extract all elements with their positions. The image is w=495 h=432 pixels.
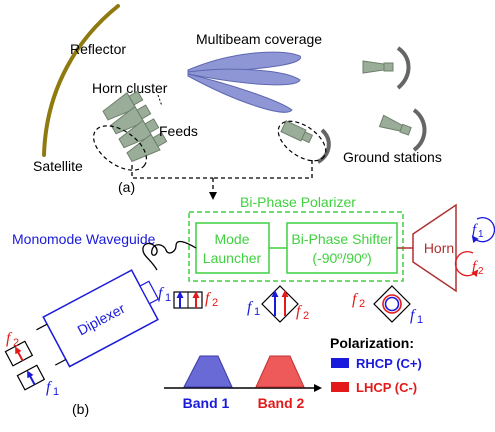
port-f1 bbox=[16, 364, 46, 391]
rhcp-swatch bbox=[331, 358, 349, 368]
ground-station-2 bbox=[362, 60, 394, 74]
diplexer-output-symbol: f 1 f 2 bbox=[158, 285, 218, 309]
port-f2-letter: f bbox=[6, 330, 13, 347]
label-b: (b) bbox=[72, 401, 89, 417]
band2-label: Band 2 bbox=[258, 395, 305, 411]
rhcp-label: RHCP (C+) bbox=[356, 356, 422, 371]
dish-3 bbox=[412, 108, 427, 152]
reflector-arc bbox=[42, 4, 120, 157]
sym3-f1-sub: 1 bbox=[417, 314, 423, 326]
sym2-f1-sub: 1 bbox=[254, 306, 260, 318]
horn-shape bbox=[412, 203, 457, 293]
band1-trapezoid bbox=[183, 355, 233, 388]
sym1-f2-sub: 2 bbox=[212, 297, 218, 309]
sym1-f1-sub: 1 bbox=[165, 292, 171, 304]
band2-trapezoid bbox=[255, 355, 305, 388]
ground-stations-label: Ground stations bbox=[343, 149, 442, 165]
feeds-highlight bbox=[92, 125, 148, 171]
ground-station-1 bbox=[280, 120, 314, 144]
polarization-title: Polarization: bbox=[330, 335, 414, 351]
phase-shifter-line2: (-90º/90º) bbox=[312, 250, 371, 266]
output-f2-sub: 2 bbox=[478, 266, 484, 277]
sym2-f1: f bbox=[247, 299, 254, 316]
horn-cluster-label: Horn cluster bbox=[92, 80, 168, 96]
lhcp-label: LHCP (C-) bbox=[356, 380, 417, 395]
dish-1 bbox=[316, 128, 331, 164]
port-f2 bbox=[4, 340, 34, 367]
sym1-f1: f bbox=[158, 285, 165, 302]
feed-horns bbox=[102, 90, 168, 163]
monomode-waveguide-label: Monomode Waveguide bbox=[12, 231, 156, 247]
port-f1-letter: f bbox=[46, 379, 53, 396]
output-f2-letter: f bbox=[472, 259, 478, 275]
bi-phase-polarizer-label: Bi-Phase Polarizer bbox=[240, 194, 356, 210]
sym3-f2: f bbox=[352, 291, 359, 308]
sym3-f1: f bbox=[410, 307, 417, 324]
label-a: (a) bbox=[118, 179, 135, 195]
dish-2 bbox=[396, 46, 411, 90]
bi-phase-polarizer-box bbox=[188, 211, 404, 282]
diplexer: Diplexer bbox=[36, 269, 160, 368]
connector-left bbox=[131, 165, 213, 179]
sym3-f2-sub: 2 bbox=[359, 298, 365, 310]
band1-label: Band 1 bbox=[183, 395, 230, 411]
reflector-label: Reflector bbox=[70, 41, 126, 57]
waveguide-curve bbox=[142, 240, 197, 271]
output-f1-rhcp: f 1 bbox=[471, 217, 495, 244]
port-f2-sub: 2 bbox=[13, 337, 19, 349]
beam-lobes bbox=[187, 51, 302, 113]
output-f1-letter: f bbox=[472, 222, 478, 238]
horn-output-symbol: f 2 f 1 bbox=[352, 285, 423, 326]
feeds-label: Feeds bbox=[159, 123, 198, 139]
connector-right bbox=[213, 160, 313, 179]
ground-station-highlight bbox=[277, 120, 327, 162]
sym1-f2: f bbox=[205, 290, 212, 307]
port-f1-sub: 1 bbox=[53, 386, 59, 398]
multibeam-label: Multibeam coverage bbox=[196, 31, 322, 47]
lhcp-swatch bbox=[331, 382, 349, 392]
horn-cluster-leader bbox=[157, 94, 163, 107]
output-f2-lhcp: f 2 bbox=[454, 251, 484, 278]
horn-label: Horn bbox=[424, 240, 454, 256]
output-f1-sub: 1 bbox=[478, 229, 484, 240]
mode-launcher-line1: Mode bbox=[214, 231, 249, 247]
polarizer-output-symbol: f 1 f 2 bbox=[247, 285, 309, 323]
phase-shifter-line1: Bi-Phase Shifter bbox=[291, 231, 392, 247]
mode-launcher-line2: Launcher bbox=[203, 250, 262, 266]
sym2-f2: f bbox=[296, 303, 303, 320]
sym2-f2-sub: 2 bbox=[303, 310, 309, 322]
ground-station-3 bbox=[378, 114, 412, 136]
satellite-label: Satellite bbox=[33, 158, 83, 174]
